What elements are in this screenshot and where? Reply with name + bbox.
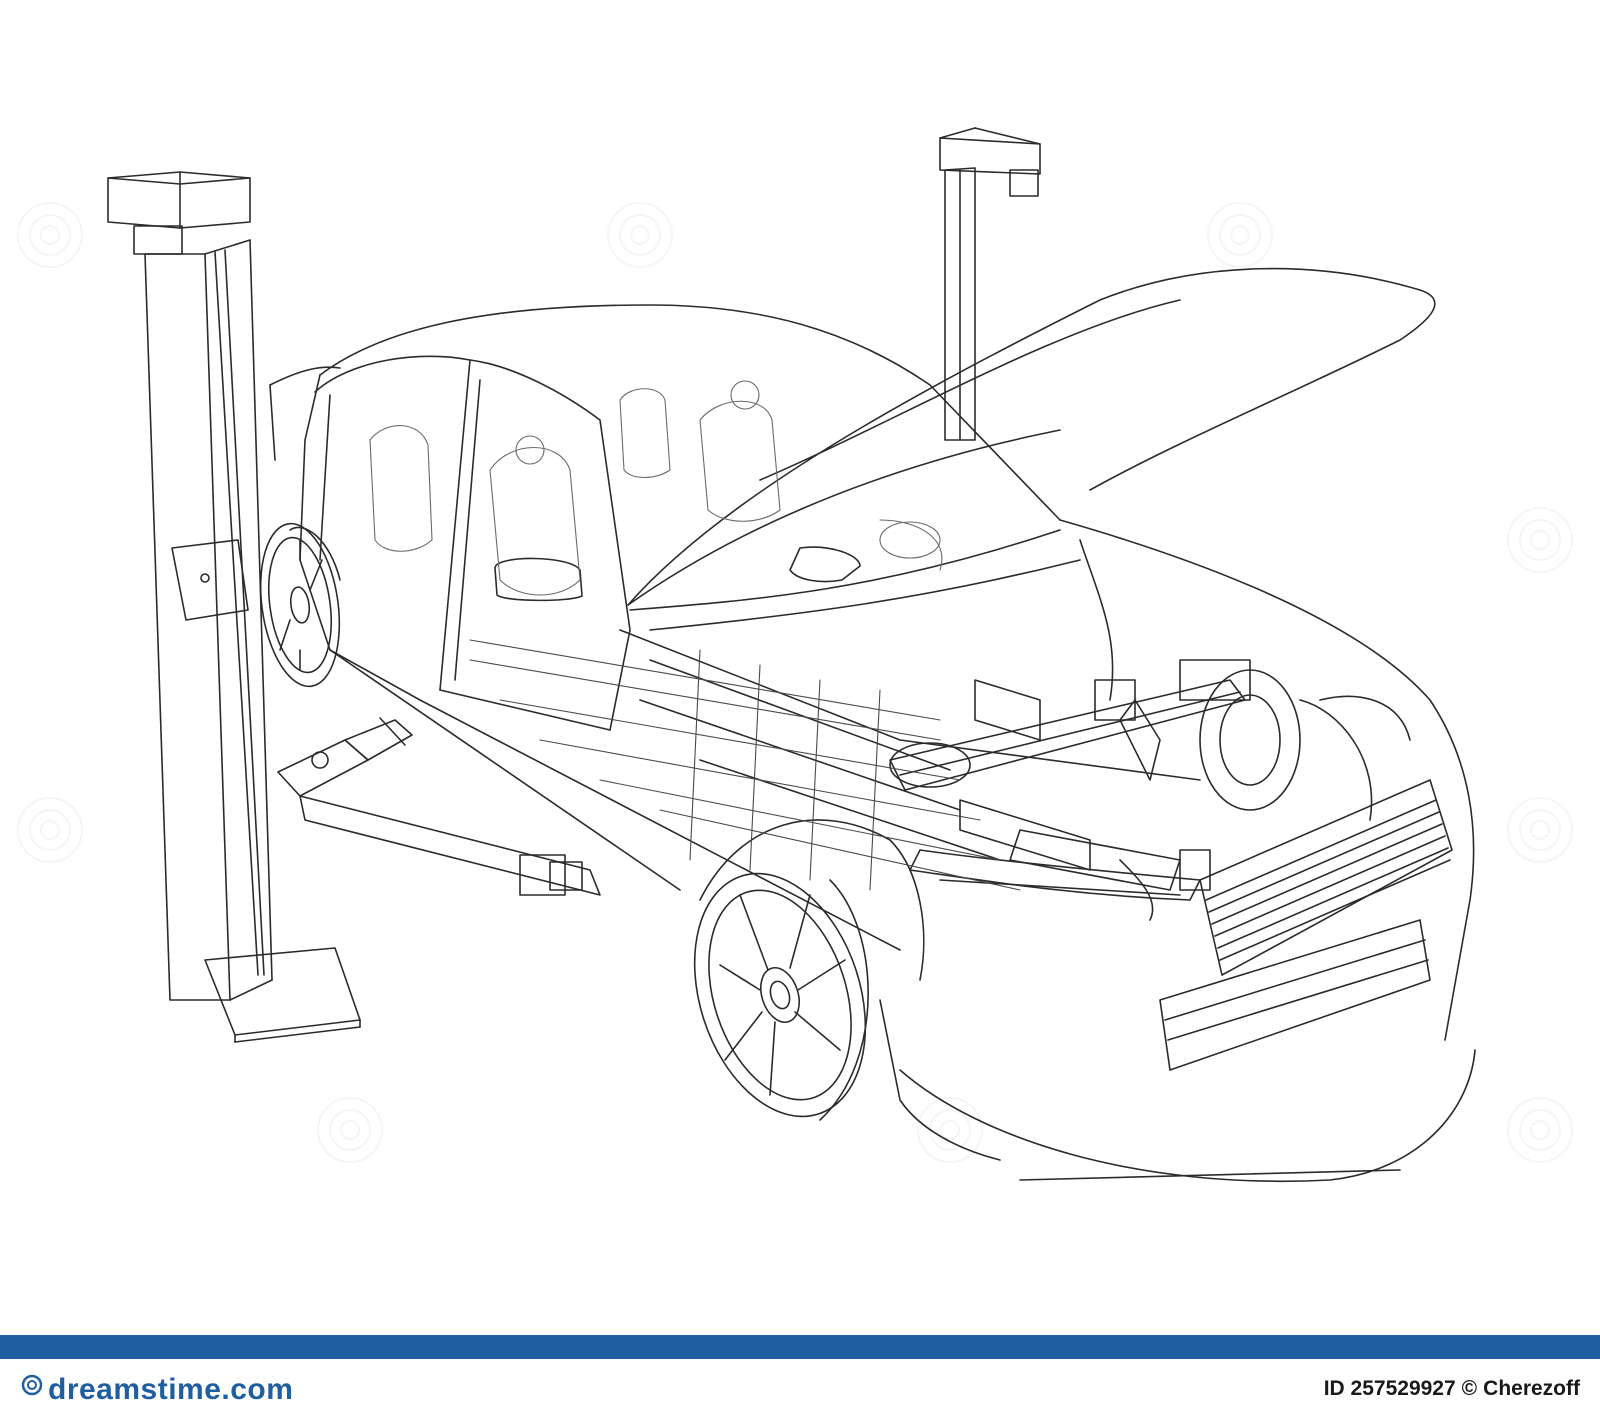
watermark-icon xyxy=(1507,1097,1573,1163)
front-wheel xyxy=(693,872,869,1121)
image-id: ID 257529927 xyxy=(1323,1377,1456,1400)
engine-bay xyxy=(889,659,1411,921)
copyright-symbol: © xyxy=(1461,1377,1478,1400)
drawing-canvas xyxy=(17,127,1573,1183)
brand-name: dreamstime.com xyxy=(48,1373,294,1406)
watermark-icon xyxy=(17,797,83,863)
brand-block: dreamstime.com xyxy=(20,1373,293,1407)
watermark-icons xyxy=(17,202,1573,1163)
left-lift-column xyxy=(107,171,361,1043)
watermark-icon xyxy=(1207,202,1273,268)
watermark-icon xyxy=(917,1097,983,1163)
car-lift-wireframe-drawing xyxy=(17,127,1573,1183)
dreamstime-swirl-icon xyxy=(21,1374,43,1396)
author-name: Cherezoff xyxy=(1483,1377,1580,1400)
stock-footer-banner: dreamstime.com ID 257529927 © Cherezoff xyxy=(0,1335,1600,1425)
chassis-floor xyxy=(469,639,1021,891)
headlight xyxy=(909,849,1201,901)
banner-top-bar xyxy=(0,1335,1600,1359)
rear-wheel xyxy=(259,522,341,688)
watermark-icon xyxy=(317,1097,383,1163)
watermark-icon xyxy=(17,202,83,268)
lift-arms xyxy=(277,717,601,896)
watermark-icon xyxy=(1507,797,1573,863)
watermark-icon xyxy=(607,202,673,268)
right-lift-column xyxy=(939,127,1041,441)
front-grille xyxy=(1159,779,1453,1071)
car-body-outline xyxy=(269,267,1476,1183)
interior-seats xyxy=(369,380,943,596)
image-credit: ID 257529927 © Cherezoff xyxy=(1324,1377,1580,1401)
watermark-icon xyxy=(1507,507,1573,573)
